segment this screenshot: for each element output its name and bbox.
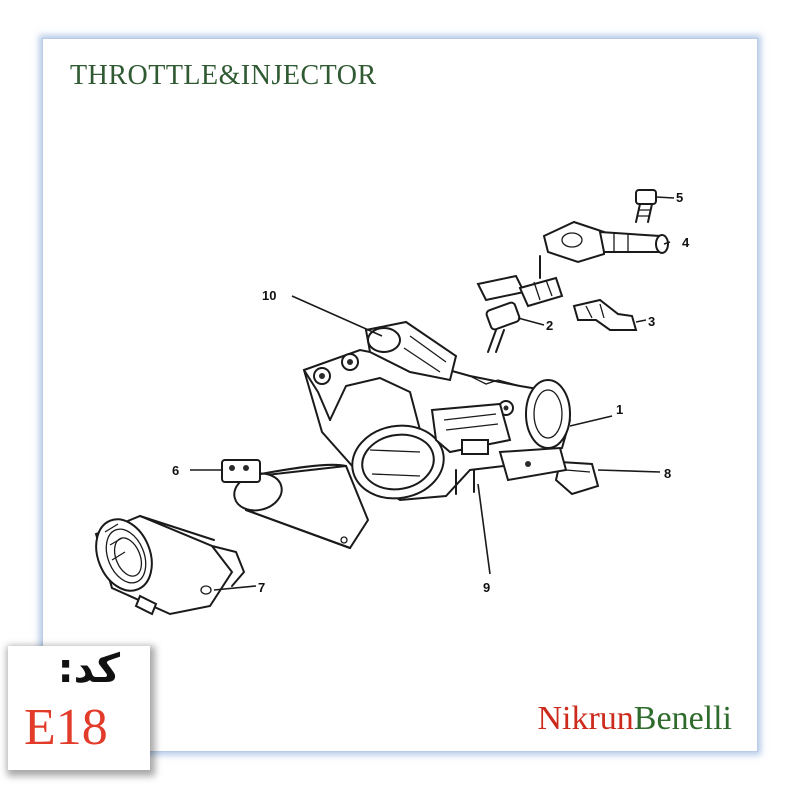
leader-7 [213, 585, 257, 591]
callout-5: 5 [676, 190, 683, 205]
leader-2 [517, 317, 545, 326]
callout-4: 4 [682, 235, 690, 250]
callout-9: 9 [483, 580, 490, 595]
callout-6: 6 [172, 463, 179, 478]
part-throttle-sensor [430, 402, 512, 455]
leader-3 [635, 319, 647, 323]
leader-8 [597, 469, 661, 473]
leader-5 [655, 196, 675, 199]
page-title: THROTTLE&INJECTOR [70, 60, 377, 91]
callout-10: 10 [262, 288, 276, 303]
callout-1: 1 [616, 402, 623, 417]
brand-watermark: NikrunBenelli [537, 700, 732, 738]
part-clamp-band [221, 459, 370, 550]
callout-3: 3 [648, 314, 655, 329]
leader-4 [663, 241, 671, 245]
callout-7: 7 [258, 580, 265, 595]
leader-10 [291, 295, 383, 337]
part-bolt [635, 189, 657, 223]
brand-part-nikrun: Nikrun [537, 700, 634, 737]
part-clip [572, 298, 638, 331]
code-label: کد: [57, 646, 120, 692]
part-fuel-pipe [539, 220, 669, 279]
part-connector [498, 446, 600, 496]
callout-2: 2 [546, 318, 553, 333]
part-fuel-injector [476, 274, 564, 353]
callout-8: 8 [664, 466, 671, 481]
code-value: E18 [24, 699, 108, 756]
brand-part-benelli: Benelli [633, 700, 732, 737]
code-box: کد: E18 [8, 646, 150, 770]
leader-9 [477, 483, 491, 575]
leader-1 [569, 415, 613, 427]
part-intake-boot [94, 514, 245, 616]
